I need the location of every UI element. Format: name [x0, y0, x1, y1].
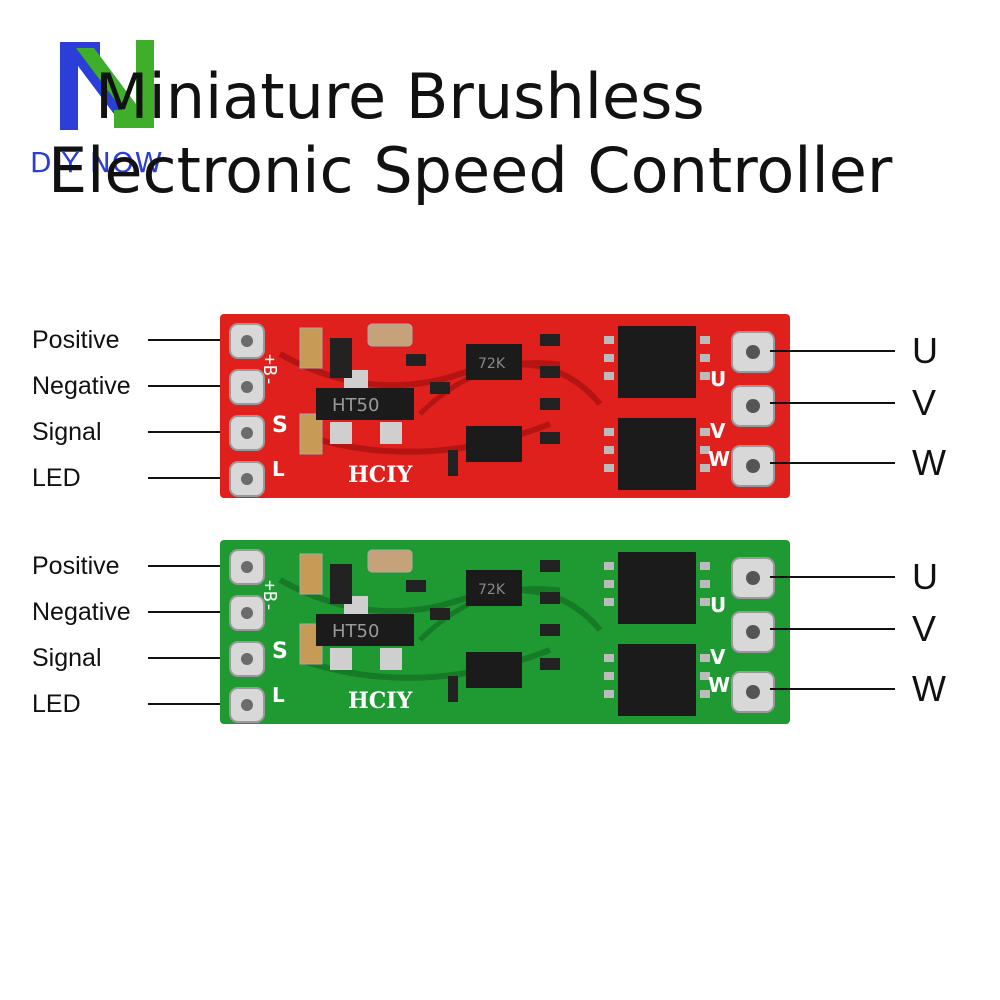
silkscreen-plus-b: +B- [259, 580, 280, 613]
phase-pointer-line [770, 628, 895, 630]
pin-label-negative: Negative [32, 598, 131, 626]
pin-pointer-line [148, 611, 240, 613]
pin-pointer-line [148, 657, 240, 659]
silkscreen-l: L [272, 683, 285, 707]
pin-pointer-line [148, 385, 240, 387]
phase-label-u: U [912, 330, 938, 371]
silkscreen-ic: 72K [478, 582, 506, 598]
pin-pointer-line [148, 565, 240, 567]
pin-pointer-line [148, 703, 240, 705]
silkscreen-reg: HT50 [332, 621, 379, 642]
pcb-green: +B- S L HT50 72K HCIY U V W [220, 540, 790, 724]
silkscreen-logo: HCIY [348, 688, 413, 714]
silkscreen-l: L [272, 457, 285, 481]
silkscreen-v: V [710, 645, 726, 669]
silkscreen-u: U [710, 593, 726, 617]
phase-label-u: U [912, 556, 938, 597]
pin-label-positive: Positive [32, 326, 120, 354]
pin-label-negative: Negative [32, 372, 131, 400]
silkscreen-u: U [710, 367, 726, 391]
pin-label-signal: Signal [32, 644, 102, 672]
phase-pointer-line [770, 350, 895, 352]
pin-pointer-line [148, 477, 240, 479]
board-red: Positive Negative Signal LED [0, 310, 1000, 498]
pin-label-led: LED [32, 690, 81, 718]
pcb-red: +B- S L HT50 72K HCIY U V W [220, 314, 790, 498]
silkscreen-reg: HT50 [332, 395, 379, 416]
silkscreen-w: W [708, 447, 730, 471]
pin-pointer-line [148, 431, 240, 433]
phase-pointer-line [770, 688, 895, 690]
brand-logo-icon [52, 30, 162, 140]
page-title-line2: Electronic Speed Controller [48, 134, 893, 207]
phase-pointer-line [770, 402, 895, 404]
phase-pointer-line [770, 576, 895, 578]
pin-pointer-line [148, 339, 240, 341]
silkscreen-v: V [710, 419, 726, 443]
pin-label-signal: Signal [32, 418, 102, 446]
pin-label-led: LED [32, 464, 81, 492]
silkscreen-logo: HCIY [348, 462, 413, 488]
brand-name: DIY NOW [30, 146, 164, 179]
silkscreen-ic: 72K [478, 356, 506, 372]
page-title-line1: Miniature Brushless [95, 60, 705, 133]
silkscreen-s: S [272, 413, 288, 438]
phase-label-v: V [912, 608, 937, 649]
board-green: Positive Negative Signal LED [0, 536, 1000, 724]
phase-label-v: V [912, 382, 937, 423]
pin-label-positive: Positive [32, 552, 120, 580]
phase-label-w: W [912, 442, 946, 483]
silkscreen-plus-b: +B- [259, 354, 280, 387]
silkscreen-s: S [272, 639, 288, 664]
phase-label-w: W [912, 668, 946, 709]
phase-pointer-line [770, 462, 895, 464]
silkscreen-w: W [708, 673, 730, 697]
